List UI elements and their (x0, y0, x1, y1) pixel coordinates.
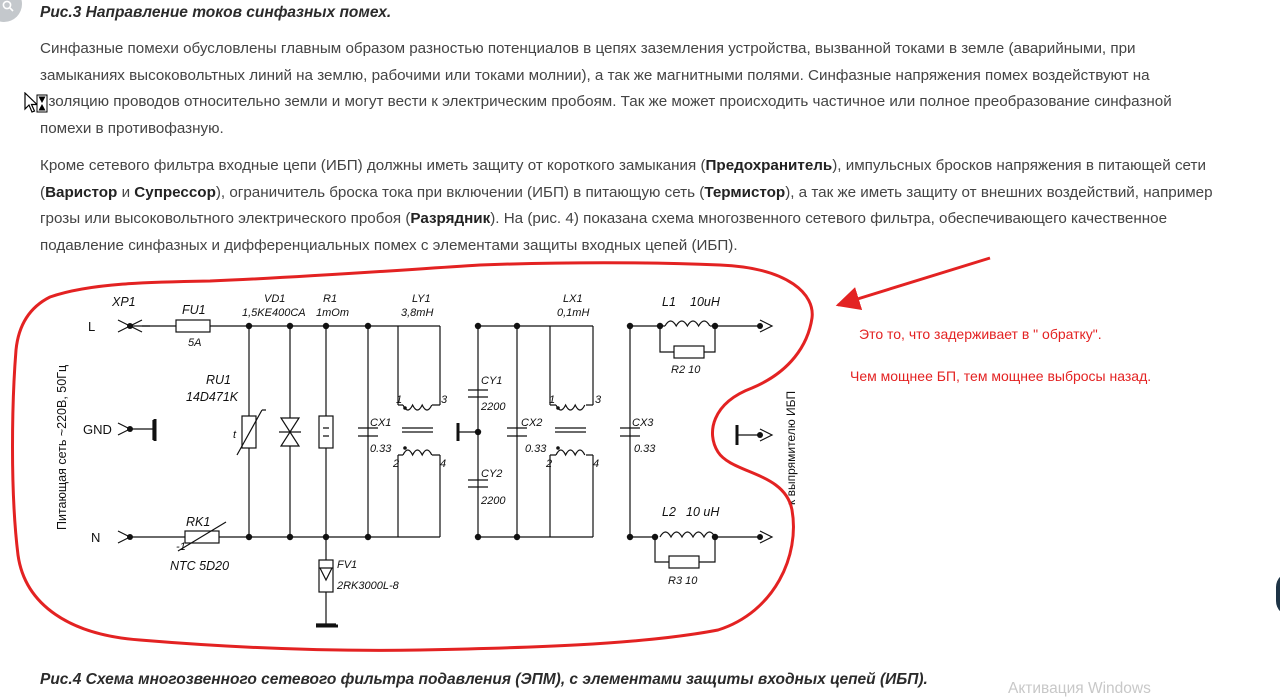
paragraph-line: (Варистор и Супрессор), ограничитель бро… (40, 183, 1213, 201)
pin-label: 1 (549, 394, 555, 406)
term-arrester: Разрядник (410, 210, 491, 227)
pin-label: 4 (593, 458, 599, 470)
paragraph-line: замыканиях высоковольтных линий на землю… (40, 66, 1150, 84)
paragraph-line: Кроме сетевого фильтра входные цепи (ИБП… (40, 157, 1206, 174)
term-varistor: Варистор (45, 183, 118, 201)
label-l2: L2 (662, 505, 676, 519)
label-xp1: XP1 (111, 295, 136, 309)
label-l1: L1 (662, 295, 676, 309)
label-ru1-t: t (233, 429, 237, 441)
pin-label: 4 (440, 458, 446, 470)
label-fu1-value: 5A (188, 337, 201, 349)
label-cx3-value: 0.33 (634, 443, 656, 455)
label-mains-supply: Питающая сеть ~220В, 50Гц (55, 365, 69, 530)
label-ru1: RU1 (206, 373, 231, 387)
terminal-gnd: GND (83, 422, 112, 437)
paragraph-line: помехи в противофазную. (40, 119, 224, 137)
label-r3: R3 10 (668, 575, 698, 587)
label-rk1: RK1 (186, 515, 210, 529)
term-suppressor: Супрессор (134, 183, 216, 201)
label-cy1-value: 2200 (480, 401, 506, 413)
paragraph-protection: Кроме сетевого фильтра входные цепи (ИБП… (40, 153, 1280, 259)
mouse-cursor-icon (24, 92, 48, 113)
windows-activation-watermark: Активация Windows (1008, 680, 1151, 697)
label-fv1: FV1 (337, 559, 357, 571)
red-outline-annotation (11, 261, 814, 652)
label-r1-value: 1mOm (316, 307, 349, 319)
pin-label: 2 (392, 458, 399, 470)
label-rk1-pin: -1 (176, 541, 186, 553)
search-icon (2, 0, 14, 12)
label-fu1: FU1 (182, 303, 206, 317)
label-cx1-value: 0.33 (370, 443, 392, 455)
label-ly1: LY1 (412, 293, 431, 305)
label-cy1: CY1 (481, 375, 502, 387)
scroll-to-top-button[interactable] (1276, 572, 1280, 616)
label-cx3: CX3 (632, 417, 654, 429)
label-cx1: CX1 (370, 417, 391, 429)
pin-label: 2 (545, 458, 552, 470)
junction-dots (127, 322, 763, 541)
pin-label: 3 (441, 394, 448, 406)
paragraph-common-mode: Синфазные помехи обусловлены главным обр… (40, 36, 1280, 142)
paragraph-line: Синфазные помехи обусловлены главным обр… (40, 40, 1136, 57)
ground-bars (153, 419, 739, 628)
label-lx1-value: 0,1mH (557, 307, 589, 319)
resistor-r1 (318, 415, 334, 449)
figure-3-caption: Рис.3 Направление токов синфазных помех. (40, 4, 392, 21)
label-cx2: CX2 (521, 417, 542, 429)
red-arrow-annotation (835, 256, 991, 311)
label-rk1-value: NTC 5D20 (170, 559, 229, 573)
label-vd1-value: 1,5KE400CA (242, 307, 306, 319)
resistor-r3 (668, 555, 700, 569)
label-l1-value: 10uH (690, 295, 721, 309)
paragraph-line: изоляцию проводов относительно земли и м… (40, 93, 1172, 110)
label-ru1-value: 14D471K (186, 390, 239, 404)
label-cx2-value: 0.33 (525, 443, 547, 455)
terminal-n: N (91, 530, 100, 545)
terminal-l: L (88, 319, 95, 334)
label-vd1: VD1 (264, 293, 285, 305)
label-l2-value: 10 uH (686, 505, 720, 519)
label-lx1: LX1 (563, 293, 583, 305)
label-fv1-value: 2RK3000L-8 (336, 580, 400, 592)
label-ly1-value: 3,8mH (401, 307, 433, 319)
label-r1: R1 (323, 293, 337, 305)
schematic-symbols (117, 319, 774, 582)
schematic-labels: XP1 FU1 5A VD1 1,5KE400CA R1 1mOm LY1 3,… (55, 293, 798, 592)
term-thermistor: Термистор (704, 183, 786, 201)
label-to-rectifier: к выпрямителю ИБП (784, 391, 798, 505)
schematic-wires (130, 325, 760, 625)
label-cy2-value: 2200 (480, 495, 506, 507)
annotation-note-1: Это то, что задерживает в " обратку". (859, 326, 1102, 342)
term-fuse: Предохранитель (705, 157, 833, 174)
pin-label: 3 (595, 394, 602, 406)
label-r2: R2 10 (671, 364, 701, 376)
pin-label: 1 (396, 394, 402, 406)
paragraph-line: грозы или высоковольтного электрического… (40, 210, 1168, 227)
paragraph-line: подавление синфазных и дифференциальных … (40, 236, 738, 254)
label-cy2: CY2 (481, 468, 502, 480)
fuse-fu1 (175, 319, 211, 333)
figure-4-caption: Рис.4 Схема многозвенного сетевого фильт… (40, 671, 928, 688)
search-button[interactable] (0, 0, 22, 22)
annotation-note-2: Чем мощнее БП, тем мощнее выбросы назад. (850, 368, 1151, 384)
resistor-r2 (673, 345, 705, 359)
